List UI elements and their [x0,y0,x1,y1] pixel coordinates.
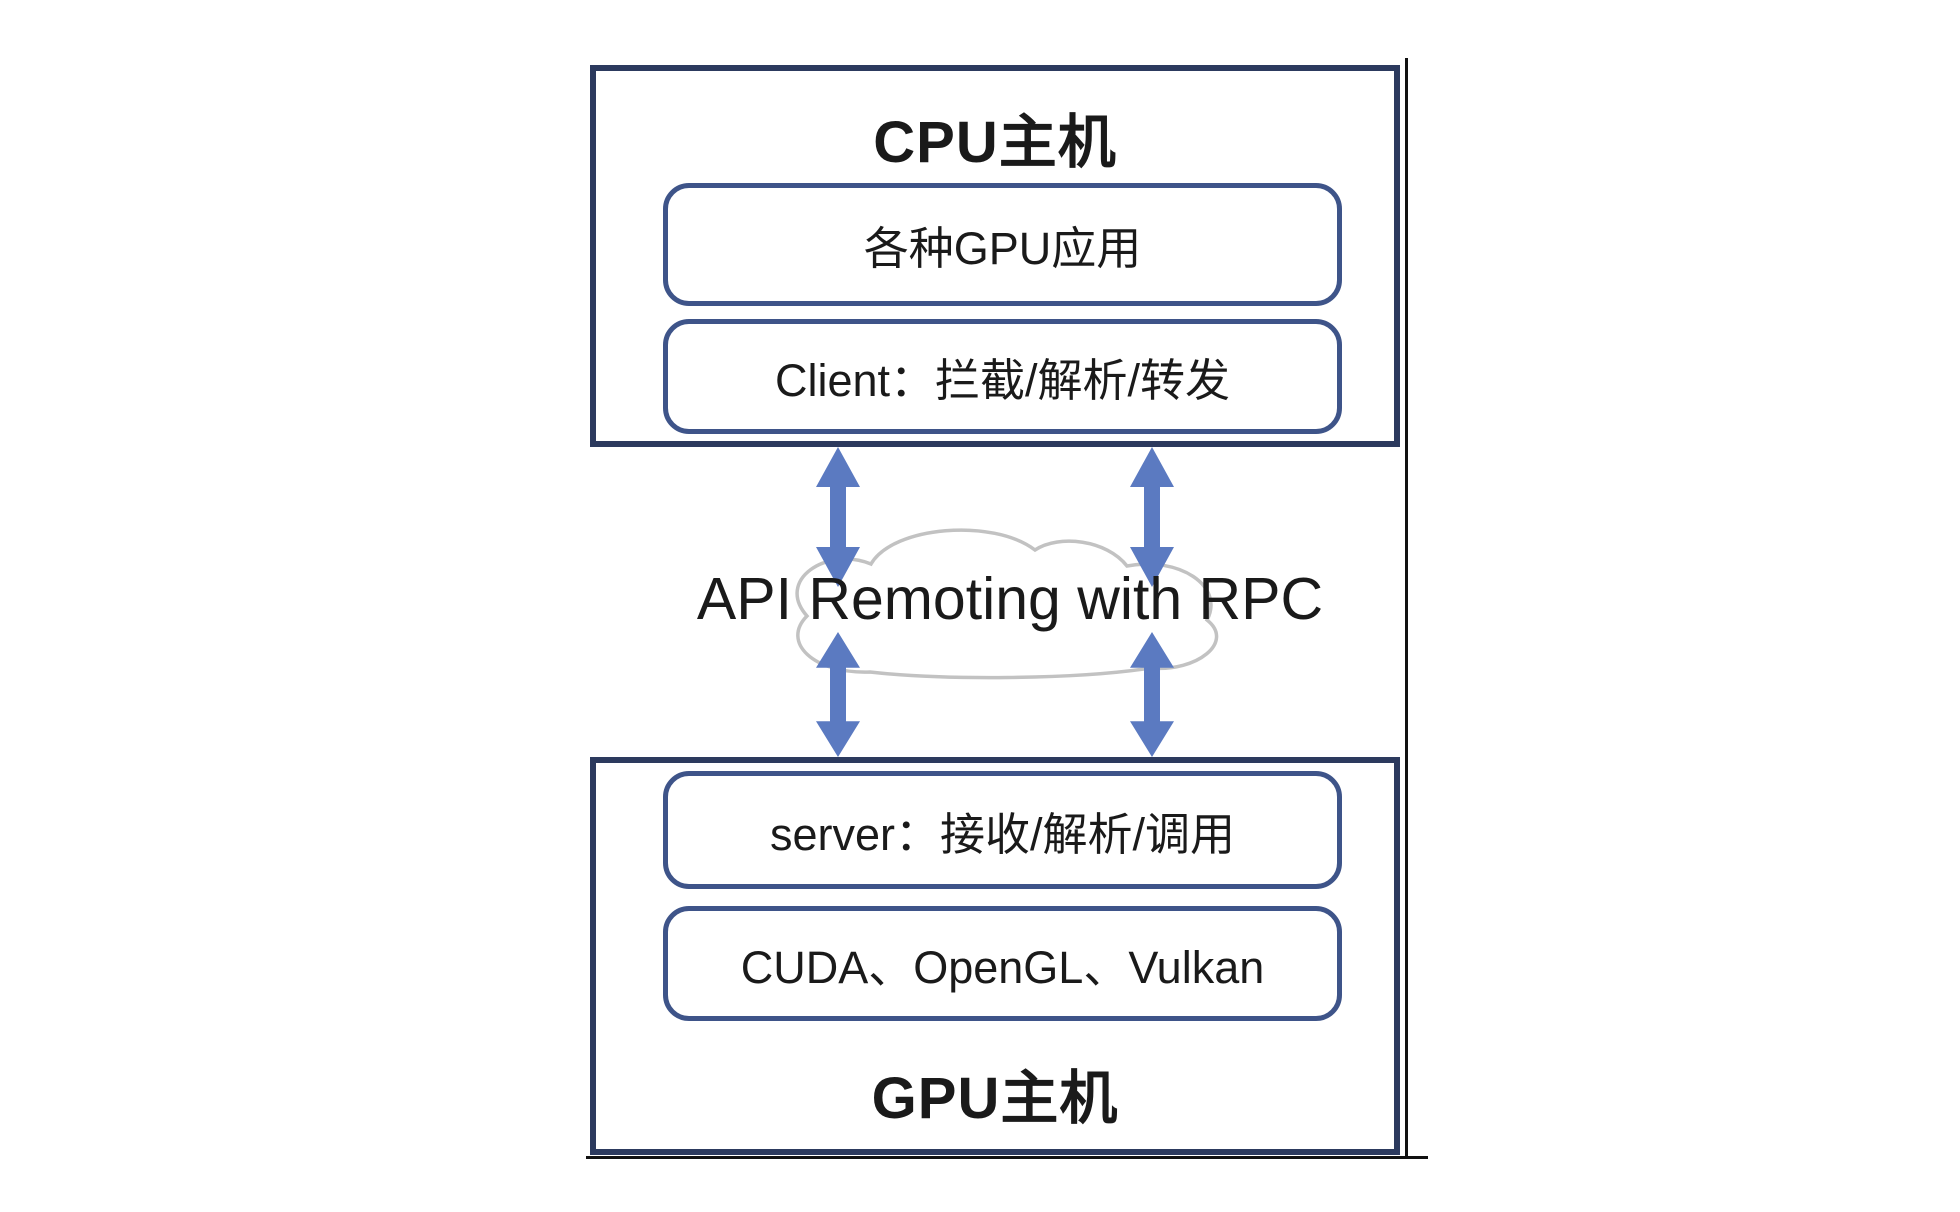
cpu-host-title: CPU主机 [873,110,1117,175]
client-label: Client：拦截/解析/转发 [774,355,1231,406]
server-box: server：接收/解析/调用 [663,771,1342,889]
double-arrow-icon [816,447,860,587]
double-arrow-icon [1130,632,1174,757]
bottom-frame-line [586,1156,1428,1159]
gpu-host-box: server：接收/解析/调用 CUDA、OpenGL、Vulkan GPU主机 [590,757,1400,1155]
double-arrow-icon [1130,447,1174,587]
double-arrow-icon [816,632,860,757]
gpu-apis-box: CUDA、OpenGL、Vulkan [663,906,1342,1021]
gpu-host-title: GPU主机 [871,1066,1119,1131]
client-box: Client：拦截/解析/转发 [663,319,1342,434]
gpu-apis-label: CUDA、OpenGL、Vulkan [740,942,1265,993]
api-remoting-label: API Remoting with RPC [696,566,1324,632]
gpu-apps-box: 各种GPU应用 [663,183,1342,306]
server-label: server：接收/解析/调用 [769,808,1236,860]
gpu-apps-label: 各种GPU应用 [863,223,1142,274]
right-frame-line [1405,58,1408,1156]
cpu-host-box: CPU主机 各种GPU应用 Client：拦截/解析/转发 [590,65,1400,447]
